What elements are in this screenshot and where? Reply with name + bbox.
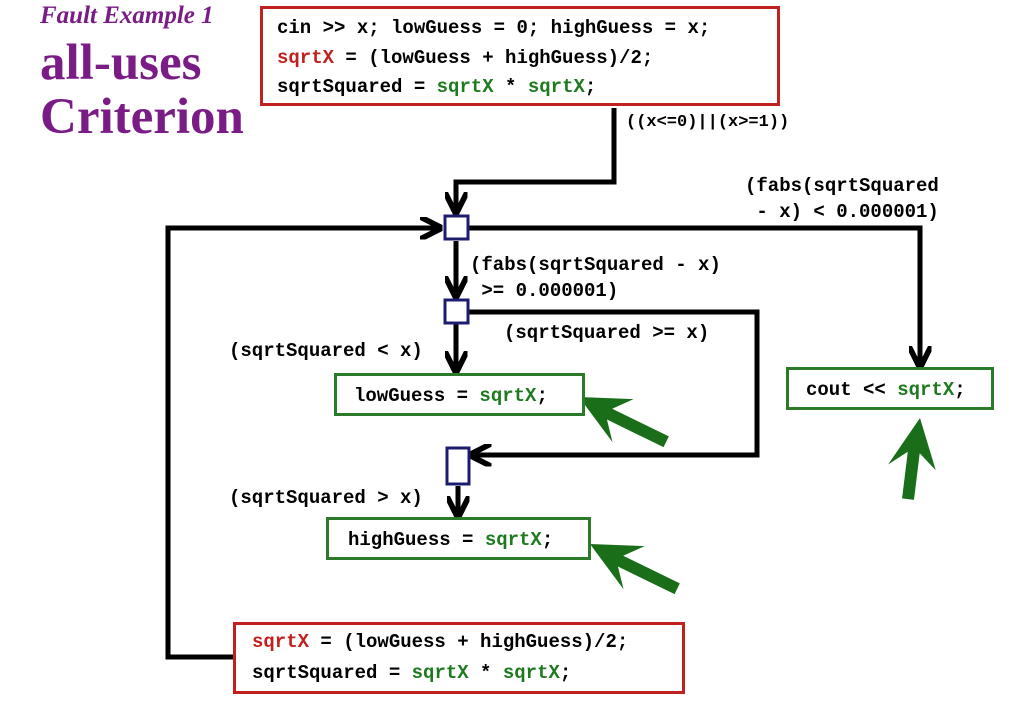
high-guess-box: highGuess = sqrtX; [326, 517, 591, 560]
init-code-line-1: cin >> x; lowGuess = 0; highGuess = x; [277, 17, 711, 39]
ge-decision-node [443, 298, 470, 325]
loop-decision-node [443, 214, 470, 241]
sqrtx-def: sqrtX [277, 47, 335, 69]
sqrtx-use: sqrtX [527, 76, 585, 98]
exit-condition-label-line-1: (fabs(sqrtSquared [745, 175, 939, 197]
sqrtx-use: sqrtX [479, 385, 537, 407]
loop-condition-label-line-2: >= 0.000001) [470, 280, 619, 302]
high-guess-code: highGuess = sqrtX; [348, 529, 554, 551]
slide-title-line-2: Criterion [40, 89, 244, 145]
update-code-line-1: sqrtX = (lowGuess + highGuess)/2; [252, 631, 629, 653]
lt-condition-label: (sqrtSquared < x) [229, 340, 423, 362]
gt-condition-label: (sqrtSquared > x) [229, 487, 423, 509]
ge-edge [468, 309, 760, 455]
sqrtx-use: sqrtX [436, 76, 494, 98]
sqrtx-use: sqrtX [484, 529, 542, 551]
high-use-arrow [590, 544, 680, 595]
init-code-line-2: sqrtX = (lowGuess + highGuess)/2; [277, 47, 654, 69]
low-use-arrow [579, 397, 669, 448]
ge-condition-label: (sqrtSquared >= x) [504, 322, 710, 344]
cout-box: cout << sqrtX; [786, 367, 994, 410]
entry-condition-label: ((x<=0)||(x>=1)) [626, 113, 790, 132]
cout-use-arrow [888, 418, 936, 500]
init-code-line-3: sqrtSquared = sqrtX * sqrtX; [277, 76, 597, 98]
update-code-line-2: sqrtSquared = sqrtX * sqrtX; [252, 662, 572, 684]
cout-code: cout << sqrtX; [806, 379, 966, 401]
sqrtx-use: sqrtX [502, 662, 560, 684]
entry-edge [456, 108, 617, 212]
exit-edge [468, 225, 920, 366]
loop-back-edge [165, 228, 440, 660]
gt-decision-node [445, 446, 471, 486]
sqrtx-def: sqrtX [252, 631, 310, 653]
sqrtx-use: sqrtX [411, 662, 469, 684]
sqrtx-use: sqrtX [897, 379, 955, 401]
low-guess-box: lowGuess = sqrtX; [334, 373, 585, 416]
loop-condition-label-line-1: (fabs(sqrtSquared - x) [470, 254, 721, 276]
low-guess-code: lowGuess = sqrtX; [354, 385, 548, 407]
update-code-box: sqrtX = (lowGuess + highGuess)/2; sqrtSq… [233, 622, 685, 694]
slide-title-line-1: all-uses [40, 35, 202, 91]
exit-condition-label-line-2: - x) < 0.000001) [745, 201, 939, 223]
init-code-box: cin >> x; lowGuess = 0; highGuess = x; s… [260, 6, 780, 106]
slide-subtitle: Fault Example 1 [40, 2, 214, 29]
